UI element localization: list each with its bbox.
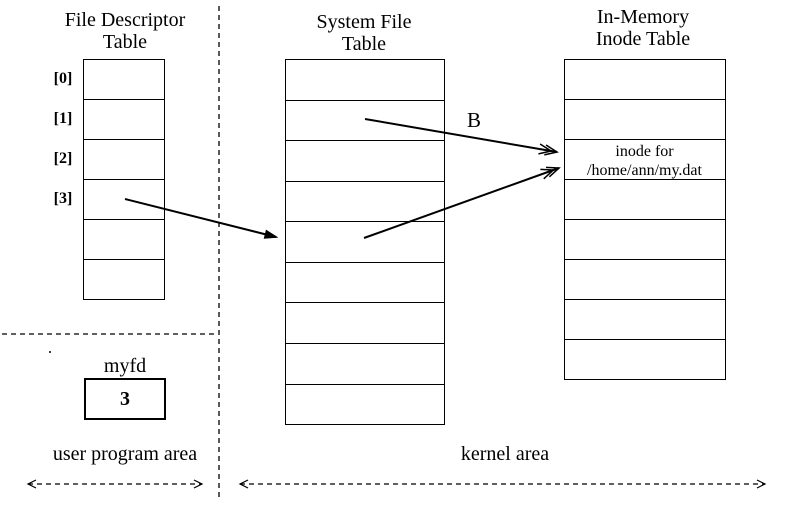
table-cell [286,60,444,100]
system-file-table-title: System File Table [279,11,449,55]
fd-table-title-line1: File Descriptor [64,9,186,31]
inode-table-title-line1: In-Memory [596,6,690,28]
table-cell [565,339,725,379]
user-program-area-label: user program area [52,443,198,465]
table-cell [84,60,164,99]
fd-table-title-line2: Table [102,31,148,53]
table-cell [286,302,444,343]
system-file-table [285,59,445,425]
myfd-value-box: 3 [84,378,166,420]
table-cell [286,180,444,222]
table-cell [565,299,725,339]
table-cell [84,139,164,179]
table-cell [286,383,444,425]
system-file-table-title-line2: Table [341,33,387,55]
table-cell [565,219,725,259]
inode-cell-line1: inode for [615,143,674,160]
table-cell [286,342,444,384]
table-cell [84,219,164,259]
table-cell [84,99,164,139]
fd-index-label-3: [3] [53,190,73,207]
inode-cell-line2: /home/ann/my.dat [587,162,702,179]
arrow-b-label: B [466,108,481,132]
inode-table-title: In-Memory Inode Table [558,6,728,50]
table-cell [84,179,164,219]
myfd-value: 3 [120,387,130,410]
table-cell [565,139,725,179]
inode-table [564,59,726,380]
table-cell [286,261,444,303]
table-cell [286,99,444,141]
system-file-table-title-line1: System File [316,11,412,33]
inode-table-title-line2: Inode Table [595,28,691,50]
table-cell [84,259,164,299]
fd-index-label-1: [1] [53,110,73,127]
kernel-area-label: kernel area [460,443,550,465]
dot-mark [49,351,51,353]
fd-table [83,59,165,300]
table-cell [565,179,725,219]
table-cell [565,60,725,99]
table-cell [286,140,444,181]
myfd-label: myfd [103,355,147,377]
inode-cell: inode for /home/ann/my.dat [566,142,723,180]
fd-table-title: File Descriptor Table [40,9,210,53]
table-cell [565,99,725,139]
table-cell [286,221,444,262]
table-cell [565,259,725,299]
fd-index-label-2: [2] [53,150,73,167]
fd-index-label-0: [0] [53,70,73,87]
